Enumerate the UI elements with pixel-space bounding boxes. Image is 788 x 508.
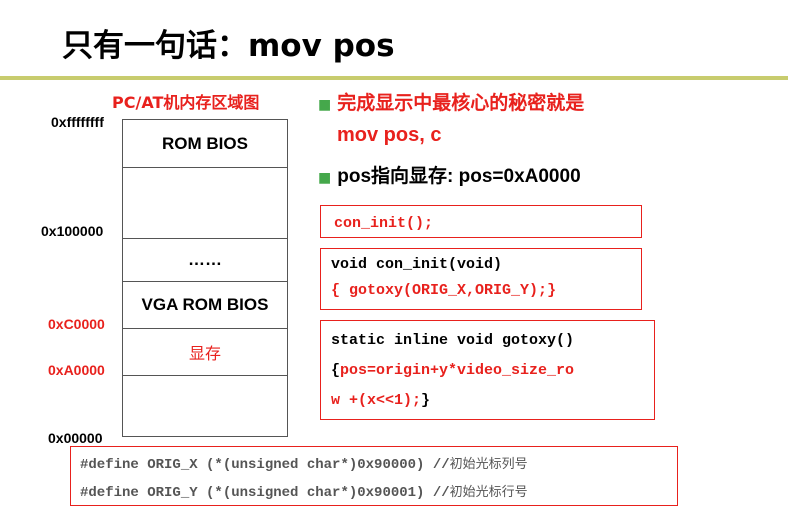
address-label: 0xC0000 (48, 316, 105, 332)
slide-title: 只有一句话：mov pos (62, 28, 395, 64)
address-label: 0x100000 (41, 223, 104, 239)
code-line-orig-x: #define ORIG_X (*(unsigned char*)0x90000… (80, 457, 528, 473)
code-box-con-init-def: void con_init(void) { gotoxy(ORIG_X,ORIG… (320, 248, 642, 310)
memory-segment-rom-bios: ROM BIOS (123, 120, 287, 167)
bullet-text: 完成显示中最核心的秘密就是 (337, 92, 585, 114)
code-line: con_init(); (334, 215, 434, 232)
segment-label: …… (188, 250, 222, 269)
bullet-square-icon: ■ (318, 170, 332, 186)
bullet-pos-word: pos (337, 166, 372, 187)
segment-divider (123, 375, 287, 376)
segment-label: VGA ROM BIOS (141, 295, 269, 314)
segment-label: ROM BIOS (162, 133, 248, 153)
code-box-con-init-call: con_init(); (320, 205, 642, 238)
memory-segment-video-memory: 显存 (123, 329, 287, 375)
bullet-square-icon: ■ (318, 97, 332, 113)
bullet-pos-value: : pos=0xA0000 (447, 166, 581, 187)
memory-segment-extended (123, 168, 287, 238)
code-line: { gotoxy(ORIG_X,ORIG_Y);} (331, 282, 557, 299)
code-line: w +(x<<1);} (331, 392, 431, 409)
code-line-orig-y: #define ORIG_Y (*(unsigned char*)0x90001… (80, 485, 528, 501)
code-line: static inline void gotoxy() (331, 332, 575, 349)
segment-divider (123, 238, 287, 239)
memory-segment-low (123, 376, 287, 436)
bullet-text: 指向显存 (371, 165, 448, 187)
segment-divider (123, 167, 287, 168)
code-line: {pos=origin+y*video_size_ro (331, 362, 575, 379)
address-label: 0xA0000 (48, 362, 105, 378)
bullet-core-secret-code: mov pos, c (337, 124, 442, 146)
bullet-pos-points-to-vram: ■ pos指向显存: pos=0xA0000 (318, 161, 581, 188)
code-line: void con_init(void) (331, 256, 503, 273)
title-divider (0, 76, 788, 80)
segment-divider (123, 328, 287, 329)
memory-map-title: PC/AT机内存区域图 (112, 93, 260, 112)
code-box-defines: #define ORIG_X (*(unsigned char*)0x90000… (70, 446, 678, 506)
memory-segment-vga-rom-bios: VGA ROM BIOS (123, 282, 287, 328)
address-label: 0xffffffff (51, 114, 104, 130)
address-label: 0x00000 (48, 430, 103, 446)
memory-segment-ellipsis: …… (123, 239, 287, 281)
bullet-core-secret: ■ 完成显示中最核心的秘密就是 (318, 88, 584, 115)
memory-map: ROM BIOS …… VGA ROM BIOS 显存 (122, 119, 288, 437)
segment-divider (123, 281, 287, 282)
segment-label: 显存 (188, 344, 221, 363)
code-box-gotoxy-def: static inline void gotoxy() {pos=origin+… (320, 320, 655, 420)
